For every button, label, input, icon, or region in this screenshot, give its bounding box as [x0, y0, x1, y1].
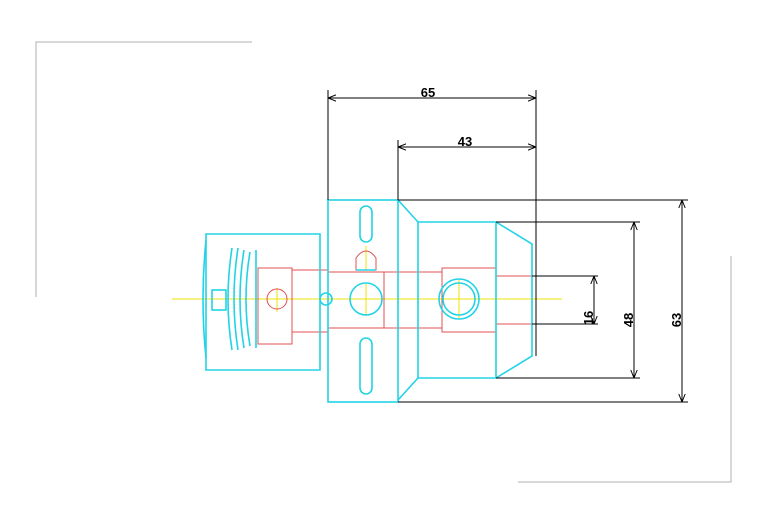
front-hole-outer [438, 278, 480, 320]
groove-2 [233, 247, 239, 351]
pin-hole [266, 288, 288, 310]
cross-hole [349, 282, 383, 316]
hidden-lines [257, 250, 532, 345]
pin-boss [319, 292, 333, 306]
shank-bore [257, 267, 293, 345]
dim-label-63: 63 [669, 313, 684, 327]
outline [202, 199, 533, 403]
dim-label-48: 48 [621, 313, 636, 327]
dim-label-43: 43 [458, 134, 472, 149]
cross-bore [327, 271, 385, 329]
dim-label-65: 65 [421, 85, 435, 100]
body-bore [383, 271, 443, 329]
frame-bottom-right [518, 256, 732, 483]
frame-top-left [35, 41, 252, 297]
dimension-lines [327, 90, 688, 403]
dim-label-16: 16 [581, 311, 596, 325]
groove-4 [245, 251, 251, 347]
shank-outline [205, 233, 321, 371]
groove-3 [239, 249, 245, 349]
center-lines [172, 246, 562, 318]
front-hole-inner [442, 282, 476, 316]
inner-bore [291, 269, 329, 333]
body-outline [397, 199, 533, 401]
flange [327, 199, 399, 403]
shank-taper [202, 239, 207, 359]
slot-hidden [355, 250, 377, 271]
slot-top [359, 205, 373, 243]
frame-corners [35, 41, 732, 483]
drive-key [211, 289, 227, 311]
groove-1 [227, 247, 233, 351]
front-bore [441, 267, 497, 333]
slot-bottom [359, 337, 373, 395]
